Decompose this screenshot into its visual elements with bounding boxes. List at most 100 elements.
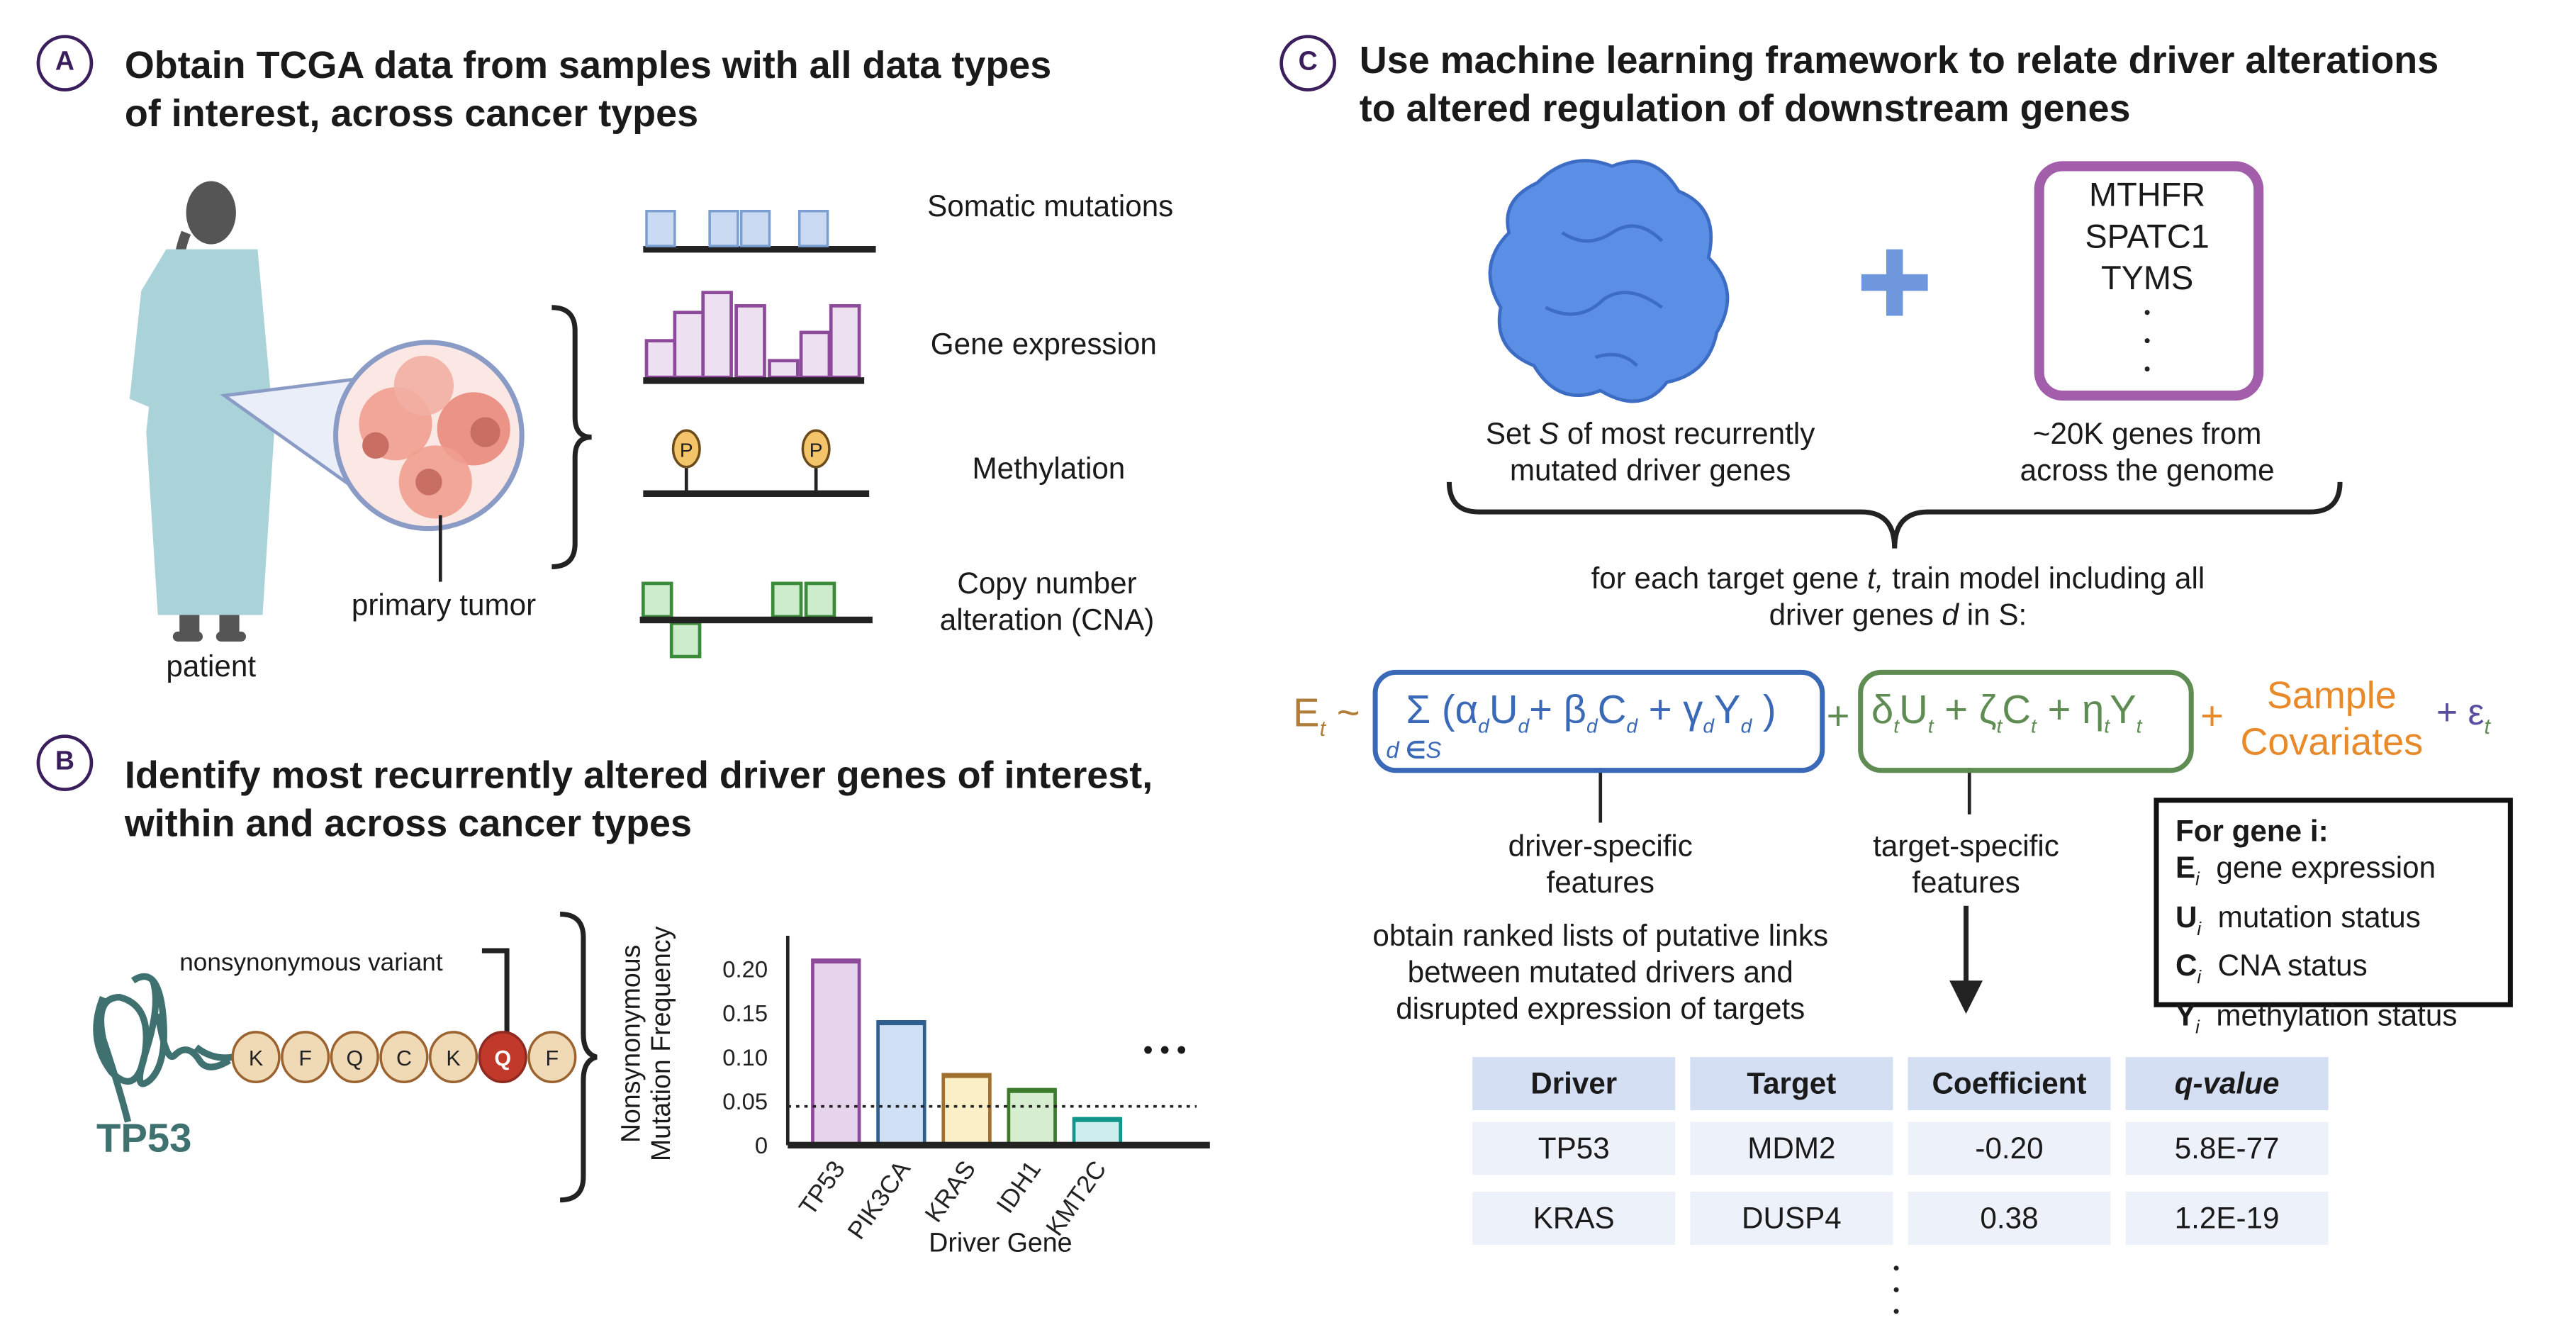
header-qvalue: q-value — [2125, 1057, 2329, 1111]
text: t, — [1867, 561, 1884, 595]
text: across the genome — [2020, 454, 2275, 487]
residue-letter: F — [298, 1046, 312, 1070]
legend-text: CNA status — [2217, 949, 2368, 983]
bar-cap — [1008, 1087, 1055, 1093]
variant-label: nonsynonymous variant — [179, 949, 443, 978]
legend-heading: For gene i: — [2175, 814, 2329, 848]
text: train model including all — [1883, 561, 2205, 595]
residue-bead — [330, 1031, 379, 1084]
title-line: Use machine learning framework to relate… — [1359, 38, 2439, 82]
label-line: alteration (CNA) — [939, 603, 1155, 637]
gene-expression-track — [643, 291, 865, 384]
header-coefficient: Coefficient — [1908, 1057, 2111, 1111]
formula-et: Et ~ — [1293, 691, 1360, 742]
variant-pointer — [481, 948, 510, 1034]
y-tick-label: 0 — [755, 1132, 768, 1158]
legend-item: Ei gene expression — [2175, 851, 2436, 890]
bar-cap — [812, 958, 860, 964]
text: driver genes — [1769, 598, 1942, 632]
legend-symbol: Y — [2175, 998, 2196, 1032]
text: disrupted expression of targets — [1396, 992, 1805, 1026]
text: between mutated drivers and — [1407, 956, 1793, 989]
text: obtain ranked lists of putative links — [1372, 919, 1829, 953]
text: driver-specific — [1508, 829, 1693, 863]
table-cell: DUSP4 — [1690, 1192, 1893, 1246]
text: d — [1942, 598, 1959, 632]
title-line: of interest, across cancer types — [124, 91, 699, 135]
plus-icon — [1861, 249, 1928, 316]
table-cell: 1.2E-19 — [2125, 1192, 2329, 1246]
track-label-somatic: Somatic mutations — [927, 189, 1174, 223]
header-driver: Driver — [1472, 1057, 1676, 1111]
title-line: Obtain TCGA data from samples with all d… — [124, 43, 1052, 86]
patient-icon — [129, 181, 274, 642]
brace — [1446, 481, 2343, 549]
text: Sample — [2266, 673, 2397, 717]
bar-pik3ca — [876, 1020, 926, 1147]
gene-item: MTHFR — [2089, 177, 2206, 215]
genome-label: ~20K genes from across the genome — [2020, 415, 2275, 488]
vertical-ellipsis — [2144, 310, 2150, 371]
text: of most recurrently — [1559, 417, 1815, 451]
gene-list: MTHFR SPATC1 TYMS — [2085, 177, 2209, 301]
track-label-expression: Gene expression — [930, 327, 1157, 361]
variable-legend: For gene i: Ei gene expression Ui mutatio… — [2154, 798, 2513, 1038]
more-ellipsis: • • • — [1143, 1036, 1187, 1065]
residue-bead — [527, 1031, 577, 1084]
somatic-mutation-track — [643, 209, 876, 253]
text: in S: — [1959, 598, 2027, 632]
bar-cap — [1074, 1117, 1121, 1122]
cna-track — [639, 581, 873, 659]
table-cell: 5.8E-77 — [2125, 1122, 2329, 1175]
bar-cap — [943, 1073, 990, 1078]
residue-bead — [478, 1031, 527, 1084]
y-tick-label: 0.15 — [722, 1000, 768, 1027]
bar-kras — [941, 1073, 992, 1147]
plus-sign: + — [2200, 695, 2224, 740]
driver-set-label: Set S of most recurrently mutated driver… — [1486, 415, 1815, 488]
bar-cap — [878, 1020, 925, 1026]
y-tick-label: 0.20 — [722, 956, 768, 983]
train-model-label: for each target gene t, train model incl… — [1591, 560, 2205, 633]
protein-structure-icon — [1488, 159, 1730, 403]
text: ~20K genes from — [2032, 417, 2262, 451]
driver-terms: Σ (αdUd+ βdCd + γdYd ) — [1406, 688, 1776, 738]
residue-bead — [281, 1031, 330, 1084]
label-line: Copy number — [957, 566, 1137, 600]
legend-symbol: C — [2175, 949, 2197, 983]
driver-terms-box — [1372, 669, 1825, 773]
title-line: within and across cancer types — [124, 801, 693, 845]
linker — [194, 1044, 233, 1061]
table-cell: KRAS — [1472, 1192, 1676, 1246]
text: features — [1912, 866, 2020, 900]
patient-label: patient — [166, 649, 257, 683]
text: features — [1546, 866, 1654, 900]
text: for each target gene — [1591, 561, 1868, 595]
panel-c-badge: C — [1279, 35, 1336, 91]
residue-letter: K — [446, 1046, 460, 1070]
error-term: + εt — [2436, 691, 2491, 739]
legend-symbol: E — [2175, 851, 2196, 885]
tumor-magnified-icon — [333, 340, 525, 532]
residue-letter: Q — [346, 1046, 363, 1070]
panel-c-title: Use machine learning framework to relate… — [1360, 37, 2438, 133]
brace — [551, 305, 592, 569]
text: mutated driver genes — [1509, 454, 1791, 487]
residue-letter: Q — [494, 1046, 511, 1070]
methylation-track: P P — [643, 429, 870, 498]
residue-letter: K — [249, 1046, 263, 1070]
y-tick-label: 0.10 — [722, 1044, 768, 1070]
panel-a-badge: A — [36, 35, 94, 91]
residue-letter: C — [396, 1046, 412, 1070]
legend-text: gene expression — [2216, 851, 2436, 885]
legend-item: Ui mutation status — [2175, 900, 2421, 940]
primary-tumor-label: primary tumor — [351, 588, 537, 622]
legend-symbol: U — [2175, 900, 2197, 934]
table-cell: MDM2 — [1690, 1122, 1893, 1175]
text: target-specific — [1873, 829, 2059, 863]
